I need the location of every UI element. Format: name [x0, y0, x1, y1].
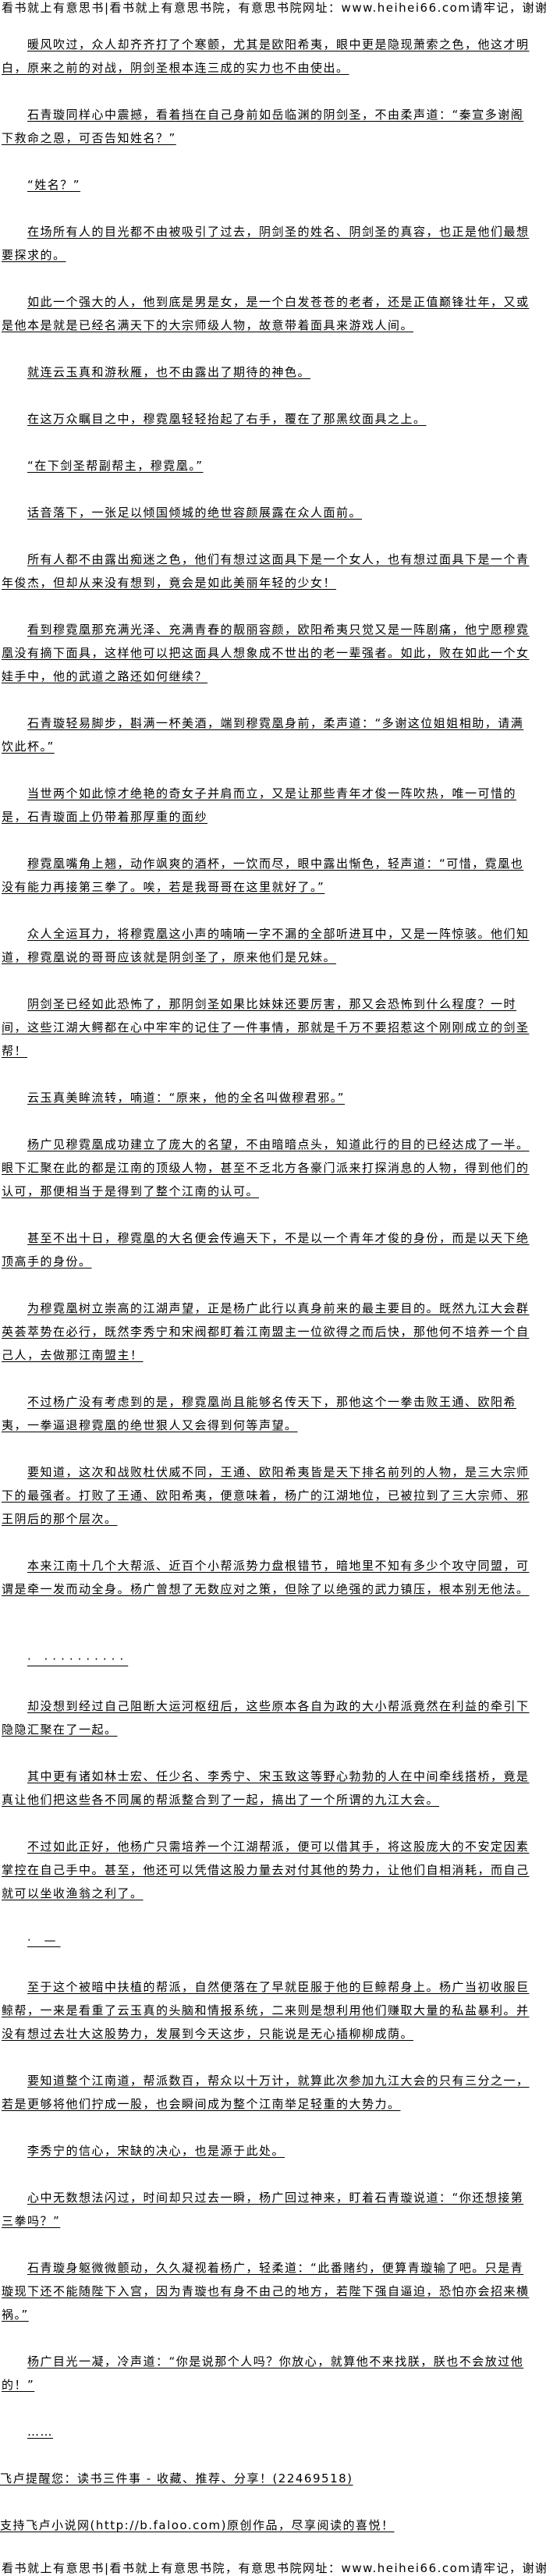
paragraph: 在场所有人的目光都不由被吸引了过去，阴剑圣的姓名、阴剑圣的真容，也正是他们最想要… [2, 225, 530, 262]
paragraph: 不过杨广没有考虑到的是，穆霓凰尚且能够名传天下，那他这个一拳击败王通、欧阳希夷，… [2, 1395, 517, 1432]
paragraph: 云玉真美眸流转，喃道：“原来，他的全名叫做穆君邪。” [27, 1091, 346, 1105]
paragraph: 阴剑圣已经如此恐怖了，那阴剑圣如果比妹妹还要厉害，那又会恐怖到什么程度？一时间，… [2, 997, 530, 1058]
paragraph: 杨广见穆霓凰成功建立了庞大的名望，不由暗暗点头，知道此行的目的已经达成了一半。眼… [2, 1137, 530, 1198]
paragraph: 穆霓凰嘴角上翘，动作飒爽的酒杯，一饮而尽，眼中露出惭色，轻声道：“可惜，霓凰也没… [2, 857, 524, 894]
paragraph: 在这万众瞩目之中，穆霓凰轻轻抬起了右手，覆在了那黑纹面具之上。 [27, 412, 427, 426]
paragraph: “姓名？” [27, 178, 81, 192]
paragraph: 心中无数想法闪过，时间却只过去一瞬，杨广回过神来，盯着石青璇说道：“你还想接第三… [2, 2191, 524, 2228]
site-banner-top: 看书就上有意思书|看书就上有意思书院，有意思书院网址：www.heihei66.… [2, 1, 546, 15]
paragraph: 如此一个强大的人，他到底是男是女，是一个白发苍苍的老者，还是正值巅锋壮年，又或是… [2, 295, 530, 332]
chapter-footer: 飞卢提醒您：读书三件事 - 收藏、推荐、分享！(22469518) 支持飞卢小说… [0, 2467, 546, 2537]
section-separator: · ·········· [27, 1652, 129, 1666]
paragraph: 所有人都不由露出痴迷之色，他们有想过这面具下是一个女人，也有想过面具下是一个青年… [2, 552, 530, 590]
site-banner-bottom: 看书就上有意思书|看书就上有意思书院，有意思书院网址：www.heihei66.… [2, 2561, 546, 2575]
underline-filler [394, 2514, 511, 2537]
faloo-support-link[interactable]: 支持飞卢小说网(http://b.faloo.com)原创作品，尽享阅读的喜悦！ [0, 2514, 546, 2537]
paragraph: 要知道，这次和战败杜伏威不同，王通、欧阳希夷皆是天下排名前列的人物，是三大宗师下… [2, 1465, 530, 1526]
paragraph: 为穆霓凰树立崇高的江湖声望，正是杨广此行以真身前来的最主要目的。既然九江大会群英… [2, 1301, 530, 1362]
chapter-body: 暖风吹过，众人却齐齐打了个寒颤，尤其是欧阳希夷，眼中更是隐现萧索之色，他这才明白… [0, 16, 534, 2443]
paragraph: 石青璇轻易脚步，斟满一杯美酒，端到穆霓凰身前，柔声道：“多谢这位姐姐相助，请满饮… [2, 716, 524, 754]
faloo-reminder-text: 飞卢提醒您：读书三件事 - 收藏、推荐、分享！(22469518) [0, 2471, 353, 2486]
paragraph: 李秀宁的信心，宋缺的决心，也是源于此处。 [27, 2144, 285, 2158]
paragraph: 本来江南十几个大帮派、近百个小帮派势力盘根错节，暗地里不知有多少个攻守同盟，可谓… [2, 1559, 530, 1596]
paragraph: 话音落下，一张足以倾国倾城的绝世容颜展露在众人面前。 [27, 506, 363, 520]
paragraph: 要知道整个江南道，帮派数百，帮众以十万计，就算此次参加九江大会的只有三分之一，若… [2, 2074, 530, 2111]
paragraph: 甚至不出十日，穆霓凰的大名便会传遍天下，不是以一个青年才俊的身份，而是以天下绝顶… [2, 1231, 530, 1268]
section-separator: · — [27, 1933, 61, 1947]
paragraph: 石青璇身躯微微颤动，久久凝视着杨广，轻柔道：“此番赌约，便算青璇输了吧。只是青璇… [2, 2261, 530, 2322]
paragraph: “在下剑圣帮副帮主，穆霓凰。” [27, 459, 204, 473]
paragraph: 暖风吹过，众人却齐齐打了个寒颤，尤其是欧阳希夷，眼中更是隐现萧索之色，他这才明白… [2, 37, 530, 75]
faloo-support-text[interactable]: 支持飞卢小说网(http://b.faloo.com)原创作品，尽享阅读的喜悦！ [0, 2518, 395, 2532]
paragraph: 不过如此正好，他杨广只需培养一个江湖帮派，便可以借其手，将这股庞大的不安定因素掌… [2, 1840, 530, 1900]
underline-filler [353, 2467, 424, 2490]
paragraph: 至于这个被暗中扶植的帮派，自然便落在了早就臣服于他的巨鲸帮身上。杨广当初收服巨鲸… [2, 1980, 530, 2041]
paragraph: 石青璇同样心中震撼，看着挡在自己身前如岳临渊的阴剑圣，不由柔声道：“秦宣多谢阁下… [2, 108, 524, 145]
paragraph: 却没想到经过自己阻断大运河枢纽后，这些原本各自为政的大小帮派竟然在利益的牵引下隐… [2, 1699, 530, 1737]
paragraph: 就连云玉真和游秋雁，也不由露出了期待的神色。 [27, 365, 311, 379]
paragraph: 其中更有诸如林士宏、任少名、李秀宁、宋玉致这等野心勃勃的人在中间牵线搭桥，竟是真… [2, 1769, 530, 1807]
paragraph: 当世两个如此惊才绝艳的奇女子并肩而立，又是让那些青年才俊一阵吹热，唯一可惜的是，… [2, 786, 517, 824]
paragraph: …… [27, 2425, 53, 2439]
faloo-reminder: 飞卢提醒您：读书三件事 - 收藏、推荐、分享！(22469518) [0, 2467, 546, 2490]
paragraph: 看到穆霓凰那充满光泽、充满青春的靓丽容颜，欧阳希夷只觉又是一阵剧痛，他宁愿穆霓凰… [2, 623, 530, 683]
paragraph: 众人全运耳力，将穆霓凰这小声的喃喃一字不漏的全部听进耳中，又是一阵惊骇。他们知道… [2, 927, 530, 964]
paragraph: 杨广目光一凝，冷声道：“你是说那个人吗？你放心，就算他不来找朕，朕也不会放过他的… [2, 2354, 524, 2392]
